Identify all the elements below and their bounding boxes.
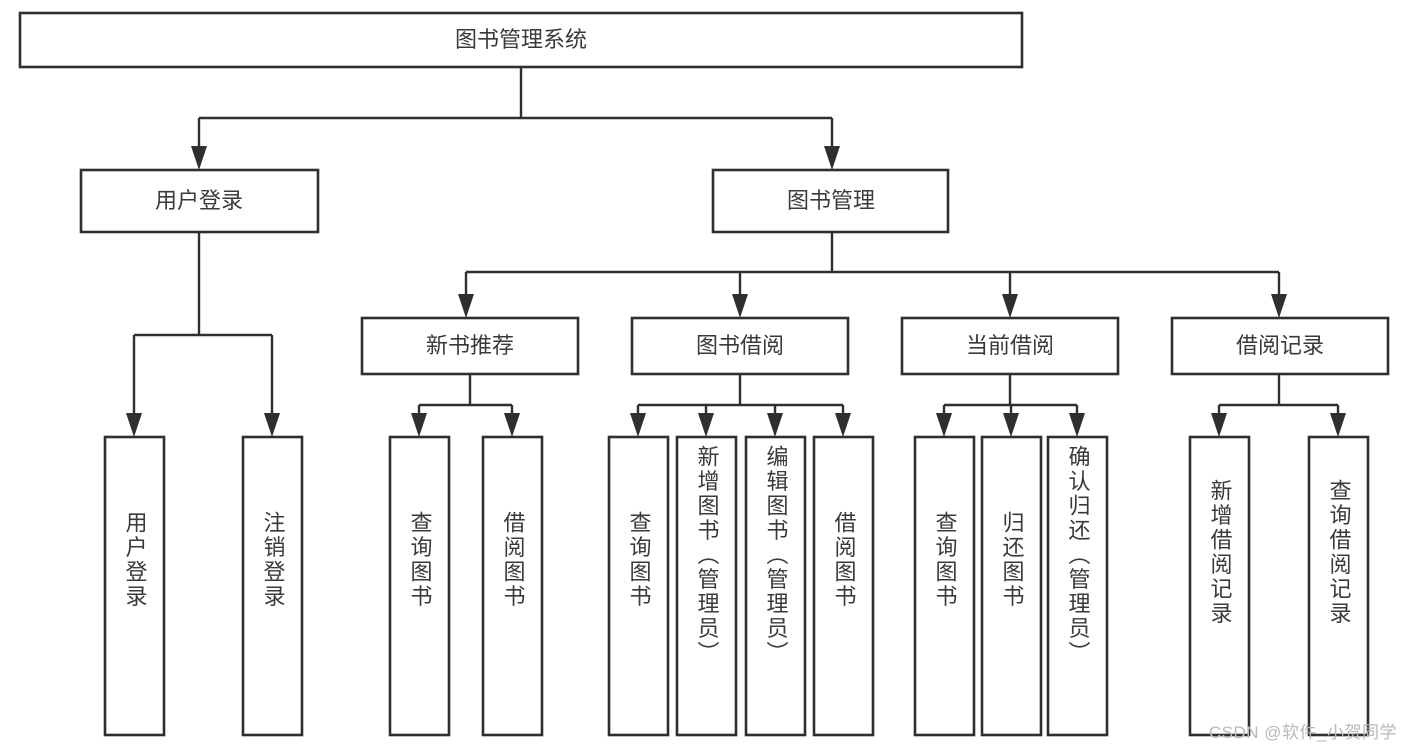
leaf-query-book-recommend[interactable]: [388, 435, 451, 737]
arrow-head-icon: [1069, 413, 1085, 437]
arrow-head-icon: [411, 413, 427, 437]
arrow-head-icon: [936, 413, 952, 437]
arrow-head-icon: [824, 146, 840, 170]
arrow-head-icon: [191, 146, 207, 170]
arrow-head-icon: [698, 413, 714, 437]
node-book-borrow[interactable]: 图书借阅: [630, 316, 850, 376]
leaf-add-borrow-record[interactable]: [1188, 435, 1251, 737]
connector-new-book-to-leaves: [411, 374, 520, 437]
connector-user-login-to-leaves: [126, 232, 280, 437]
arrow-head-icon: [458, 294, 474, 318]
arrow-head-icon: [1330, 413, 1346, 437]
node-book-borrow-label: 图书借阅: [696, 333, 784, 358]
leaf-borrow-book-recommend[interactable]: [481, 435, 544, 737]
node-new-book-recommend[interactable]: 新书推荐: [360, 316, 580, 376]
connector-book-manage-to-level3: [458, 232, 1287, 318]
node-book-manage-label: 图书管理: [787, 188, 875, 213]
node-root[interactable]: 图书管理系统: [18, 11, 1024, 69]
node-root-label: 图书管理系统: [455, 27, 587, 52]
leaf-borrow-book[interactable]: [812, 435, 875, 737]
connector-borrow-record-to-leaves: [1211, 374, 1346, 437]
leaf-edit-book-admin[interactable]: [744, 435, 807, 737]
node-book-manage[interactable]: 图书管理: [711, 168, 950, 234]
arrow-head-icon: [504, 413, 520, 437]
node-current-borrow[interactable]: 当前借阅: [900, 316, 1120, 376]
arrow-head-icon: [1271, 294, 1287, 318]
connector-current-borrow-to-leaves: [936, 374, 1085, 437]
node-current-borrow-label: 当前借阅: [966, 333, 1054, 358]
leaf-query-borrow-record[interactable]: [1307, 435, 1370, 737]
arrow-head-icon: [630, 413, 646, 437]
leaf-return-book[interactable]: [980, 435, 1043, 737]
csdn-watermark: CSDN @软件_小贺同学: [1208, 723, 1397, 742]
arrow-head-icon: [1003, 413, 1019, 437]
arrow-head-icon: [126, 413, 142, 437]
arrow-head-icon: [1211, 413, 1227, 437]
arrow-head-icon: [767, 413, 783, 437]
leaf-query-book-current[interactable]: [913, 435, 976, 737]
connector-book-borrow-to-leaves: [630, 374, 851, 437]
leaf-query-book-borrow[interactable]: [607, 435, 670, 737]
arrow-head-icon: [732, 294, 748, 318]
arrow-head-icon: [835, 413, 851, 437]
node-borrow-record[interactable]: 借阅记录: [1170, 316, 1390, 376]
leaf-logout[interactable]: [241, 435, 304, 737]
leaf-confirm-return-admin[interactable]: [1046, 435, 1109, 737]
node-new-book-recommend-label: 新书推荐: [426, 333, 514, 358]
node-borrow-record-label: 借阅记录: [1236, 333, 1324, 358]
connector-root-to-level2: [191, 67, 840, 170]
arrow-head-icon: [264, 413, 280, 437]
node-user-login[interactable]: 用户登录: [79, 168, 320, 234]
node-user-login-label: 用户登录: [155, 188, 243, 213]
leaf-add-book-admin[interactable]: [675, 435, 738, 737]
arrow-head-icon: [1002, 294, 1018, 318]
leaf-user-login[interactable]: [103, 435, 166, 737]
